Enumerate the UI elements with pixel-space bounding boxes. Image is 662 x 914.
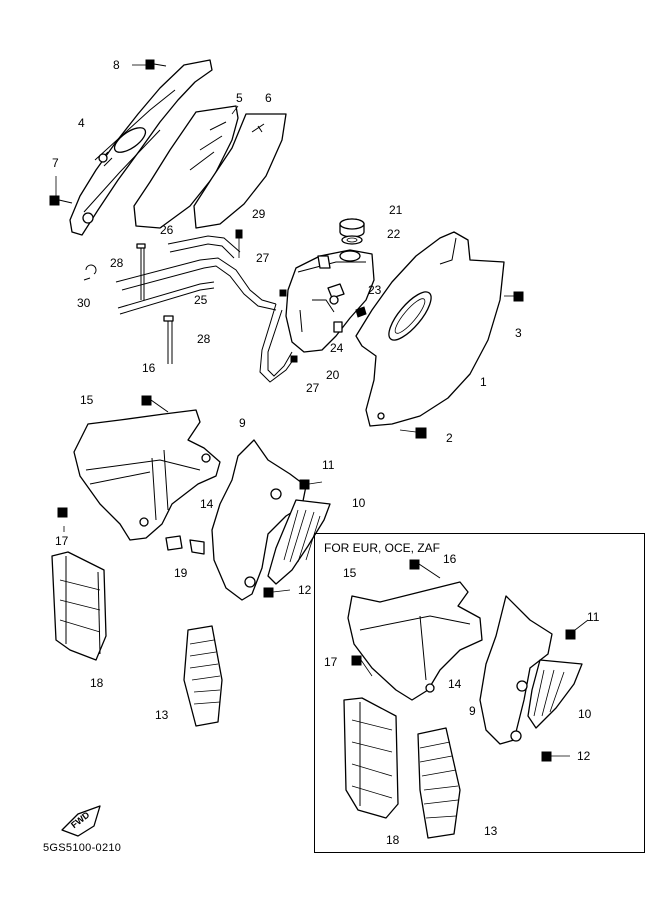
inset-callout-12: 12 <box>577 749 591 763</box>
regional-variant-inset <box>314 533 645 853</box>
part-15-radiator-shroud <box>73 409 221 541</box>
callout-27b: 27 <box>306 381 320 395</box>
part-27-clips <box>279 289 298 363</box>
bolt-17 <box>57 507 68 532</box>
part-25-hose-rear <box>117 281 297 383</box>
bolt-11 <box>299 479 323 490</box>
inset-bolt-11 <box>565 619 589 640</box>
callout-14: 14 <box>200 497 214 511</box>
callout-15: 15 <box>80 393 94 407</box>
fwd-arrow-icon <box>61 805 101 837</box>
part-28-vent-pipe-b <box>163 315 174 364</box>
inset-callout-10: 10 <box>578 707 592 721</box>
callout-11: 11 <box>322 458 335 472</box>
part-5-panel <box>133 105 239 229</box>
inset-bolt-12 <box>541 751 570 762</box>
inset-part-10-guard <box>527 659 583 729</box>
callout-8: 8 <box>113 58 120 72</box>
part-30-clamp <box>83 264 97 281</box>
callout-6: 6 <box>265 91 272 105</box>
inset-callout-14: 14 <box>448 677 462 691</box>
part-1-side-cover <box>355 231 505 427</box>
part-9-radiator-cover <box>211 439 307 601</box>
callout-18: 18 <box>90 676 104 690</box>
part-6-panel <box>193 113 287 229</box>
callout-17: 17 <box>55 534 69 548</box>
callout-13: 13 <box>155 708 169 722</box>
part-10-guard <box>267 499 331 585</box>
callout-28b: 28 <box>197 332 211 346</box>
inset-part-15-shroud <box>347 581 483 701</box>
callout-16: 16 <box>142 361 156 375</box>
part-19-damper <box>165 535 205 555</box>
inset-callout-11: 11 <box>587 610 600 624</box>
part-24-damper <box>333 321 343 333</box>
inset-callout-18: 18 <box>386 833 400 847</box>
callout-3: 3 <box>515 326 522 340</box>
part-26-hose-front <box>115 235 277 311</box>
callout-30: 30 <box>77 296 91 310</box>
callout-25: 25 <box>194 293 208 307</box>
part-29-clip <box>235 229 243 258</box>
bolt-2 <box>399 427 427 439</box>
part-22-cap-gasket <box>341 235 363 245</box>
inset-callout-17: 17 <box>324 655 338 669</box>
part-23-screw <box>355 306 367 318</box>
inset-callout-13: 13 <box>484 824 498 838</box>
callout-4: 4 <box>78 116 85 130</box>
inset-bolt-16 <box>409 559 441 579</box>
part-28-vent-pipe-a <box>136 243 146 300</box>
callout-5: 5 <box>236 91 243 105</box>
inset-part-13-louver <box>417 727 461 839</box>
callout-23: 23 <box>368 283 382 297</box>
part-21-tank-cap <box>339 218 365 238</box>
callout-9: 9 <box>239 416 246 430</box>
inset-title: FOR EUR, OCE, ZAF <box>324 541 441 555</box>
callout-19: 19 <box>174 566 188 580</box>
inset-callout-16: 16 <box>443 552 457 566</box>
callout-7: 7 <box>52 156 59 170</box>
callout-27a: 27 <box>256 251 270 265</box>
callout-21: 21 <box>389 203 403 217</box>
bolt-8 <box>132 59 167 70</box>
callout-28a: 28 <box>110 256 124 270</box>
callout-10: 10 <box>352 496 366 510</box>
callout-26: 26 <box>160 223 174 237</box>
callout-12: 12 <box>298 583 312 597</box>
inset-bolt-17 <box>351 655 373 677</box>
callout-1: 1 <box>480 375 487 389</box>
part-18-radiator <box>51 551 107 661</box>
inset-callout-15: 15 <box>343 566 357 580</box>
callout-29: 29 <box>252 207 266 221</box>
drawing-code: 5GS5100-0210 <box>43 842 122 854</box>
callout-20: 20 <box>326 368 340 382</box>
callout-2: 2 <box>446 431 453 445</box>
inset-callout-9: 9 <box>469 704 476 718</box>
bolt-3 <box>504 291 524 302</box>
inset-part-9-cover <box>479 595 553 745</box>
bolt-7 <box>49 176 73 206</box>
part-13-louver <box>183 625 223 727</box>
callout-22: 22 <box>387 227 401 241</box>
bolt-12 <box>263 587 291 598</box>
part-4-side-cover <box>69 59 213 236</box>
inset-part-18-radiator <box>343 697 399 819</box>
callout-24: 24 <box>330 341 344 355</box>
bolt-16 <box>141 395 169 413</box>
part-20-fuel-tank <box>285 249 375 353</box>
